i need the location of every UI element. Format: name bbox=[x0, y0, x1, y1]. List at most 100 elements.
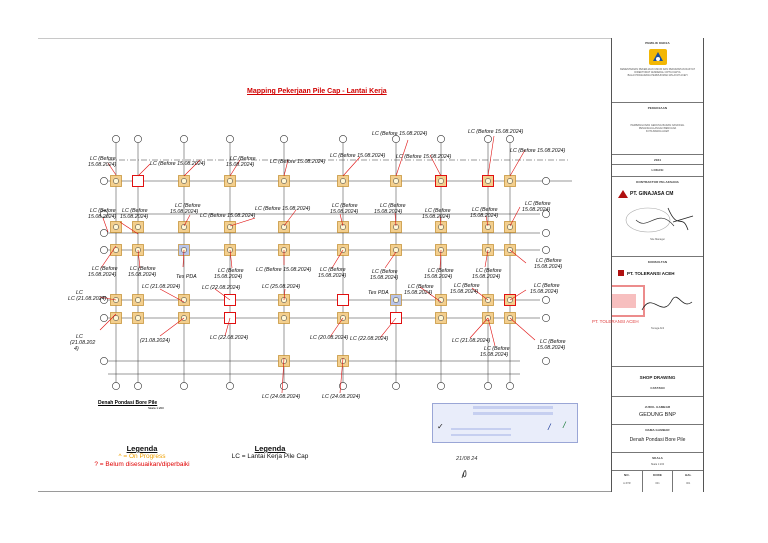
lc-label: LC (Before bbox=[90, 156, 116, 162]
grid-bubble bbox=[100, 357, 108, 365]
consultant-name: PT. TOLERANSI ACEH bbox=[627, 270, 675, 276]
building-name: GEDUNG BNP bbox=[639, 412, 676, 418]
pile-cap bbox=[482, 221, 494, 233]
contractor-signature bbox=[625, 207, 693, 233]
grid-bubbles bbox=[100, 135, 550, 390]
pile-cap bbox=[390, 294, 402, 306]
status-legend-heading: Legenda bbox=[126, 444, 158, 453]
lc-label: 15.08.2024) bbox=[534, 264, 563, 270]
lc-label: LC (Before bbox=[454, 283, 480, 289]
lc-label: LC (Before bbox=[428, 268, 454, 274]
lc-label: LC (Before bbox=[92, 266, 118, 272]
lc-label: LC (Before bbox=[536, 258, 562, 264]
grid-bubble bbox=[437, 382, 445, 390]
lc-label: LC (22.08.2024) bbox=[210, 335, 249, 341]
lc-label: LC (Before bbox=[534, 283, 560, 289]
lc-label: LC (Before bbox=[175, 203, 201, 209]
pile-cap bbox=[224, 221, 236, 233]
pile-cap bbox=[504, 221, 516, 233]
lc-label: 15.08.2024) bbox=[424, 274, 453, 280]
lc-label: 15.08.2024) bbox=[422, 214, 451, 220]
lc-label: LC (Before 15.08.2024) bbox=[510, 148, 566, 154]
lc-label: 15.08.2024) bbox=[88, 214, 117, 220]
lc-label: LC (Before 15.08.2024) bbox=[372, 131, 428, 137]
drawing-caption-title: Denah Pondasi Bore Pile bbox=[98, 400, 158, 406]
grid-bubble bbox=[280, 135, 288, 143]
grid-bubble bbox=[226, 135, 234, 143]
pile-cap bbox=[390, 175, 402, 187]
lc-label: 15.08.2024) bbox=[170, 209, 199, 215]
lc-label: 15.08.2024) bbox=[374, 209, 403, 215]
lc-label: 15.08.2024) bbox=[214, 274, 243, 280]
lc-label: LC (20.08.2024) bbox=[310, 335, 349, 341]
lc-label: LC (25.08.2024) bbox=[262, 284, 301, 290]
lc-label: LC (21.08.2024) bbox=[142, 284, 181, 290]
signature-date: 21/08 24 bbox=[456, 456, 478, 462]
lc-label: 15.08.2024) bbox=[370, 275, 399, 281]
grid-bubble bbox=[392, 382, 400, 390]
lc-label: LC (24.08.2024) bbox=[262, 394, 301, 400]
lc-label: LC (22.08.2024) bbox=[350, 336, 389, 342]
footer-value-page: 001 bbox=[686, 482, 691, 485]
pupr-logo-icon bbox=[648, 49, 667, 65]
grid-bubble bbox=[542, 314, 550, 322]
lc-legend-heading: Legenda bbox=[254, 444, 286, 453]
project-header: PEKERJAAN bbox=[647, 106, 668, 110]
lc-label: 15.08.2024) bbox=[88, 162, 117, 168]
lc-label: 15.08.2024) bbox=[128, 272, 157, 278]
grid-bubble bbox=[542, 229, 550, 237]
grid-bubble bbox=[280, 382, 288, 390]
owner-line-1: KEMENTERIAN PEKERJAAN UMUM DAN PERUMAHAN… bbox=[619, 68, 696, 71]
legend-not-fixed: ? = Belum disesuaikan/diperbaiki bbox=[94, 461, 190, 468]
lc-label: LC (Before bbox=[320, 267, 346, 273]
grid-bubble bbox=[134, 382, 142, 390]
lc-label: 15.08.2024) bbox=[120, 214, 149, 220]
grid-bubble bbox=[134, 135, 142, 143]
lc-label: LC (Before bbox=[90, 208, 116, 214]
pile-cap bbox=[110, 221, 122, 233]
lc-label: 15.08.2024) bbox=[480, 352, 509, 358]
contractor-name: PT. GINAJASA CM bbox=[630, 191, 674, 197]
lc-label: 15.08.2024) bbox=[472, 274, 501, 280]
footer-label-no: NO. bbox=[624, 473, 630, 477]
owner-line-2: DIREKTORAT JENDERAL CIPTA KARYA bbox=[634, 71, 681, 74]
lc-label: LC (Before bbox=[476, 268, 502, 274]
grid-bubble bbox=[180, 135, 188, 143]
grid-bubble bbox=[542, 357, 550, 365]
lc-label: LC (Before bbox=[230, 156, 256, 162]
lc-label: 15.08.2024) bbox=[537, 345, 566, 351]
contractor-person: Site Manager bbox=[650, 238, 665, 241]
scale-value: Skala 1:200 bbox=[650, 463, 665, 466]
footer-value-code: 001 bbox=[655, 482, 660, 485]
lc-label: 15.08.2024) bbox=[522, 207, 551, 213]
pile-cap bbox=[337, 294, 349, 306]
drawing-title-header: JUDUL GAMBAR bbox=[644, 405, 671, 409]
consultant-signature bbox=[612, 285, 693, 317]
lc-label: LC (Before 15.08.2024) bbox=[256, 267, 312, 273]
lc-label: LC (Before bbox=[484, 346, 510, 352]
page-title: Mapping Pekerjaan Pile Cap - Lantai Kerj… bbox=[247, 88, 387, 95]
year: 2024 bbox=[653, 158, 662, 162]
grid-bubble bbox=[339, 135, 347, 143]
owner-header: PEMILIK KERJA bbox=[645, 41, 670, 45]
lc-label: LC (22.08.2024) bbox=[202, 285, 241, 291]
pile-cap bbox=[110, 175, 122, 187]
location-header: LOKASI bbox=[651, 168, 664, 172]
grid-bubble bbox=[542, 210, 550, 218]
pile-cap bbox=[390, 221, 402, 233]
lc-label: LC (Before bbox=[380, 203, 406, 209]
lc-label: 15.08.2024) bbox=[450, 289, 479, 295]
grid-bubble bbox=[112, 135, 120, 143]
pile-cap bbox=[224, 175, 236, 187]
lc-label: 15.08.2024) bbox=[404, 290, 433, 296]
lc-label: 15.08.2024) bbox=[530, 289, 559, 295]
notes-header: CATATAN bbox=[650, 386, 665, 390]
lc-label: LC (21.08.2024) bbox=[452, 338, 491, 344]
grid-bubble bbox=[100, 177, 108, 185]
lc-label: LC (Before bbox=[218, 268, 244, 274]
leader-lines bbox=[99, 135, 536, 394]
pile-cap bbox=[337, 175, 349, 187]
owner-line-3: BALAI PRASARANA PERMUKIMAN WILAYAH ACEH bbox=[627, 74, 688, 77]
drawing-caption: Denah Pondasi Bore Pile Skala 1:200 bbox=[98, 400, 164, 410]
